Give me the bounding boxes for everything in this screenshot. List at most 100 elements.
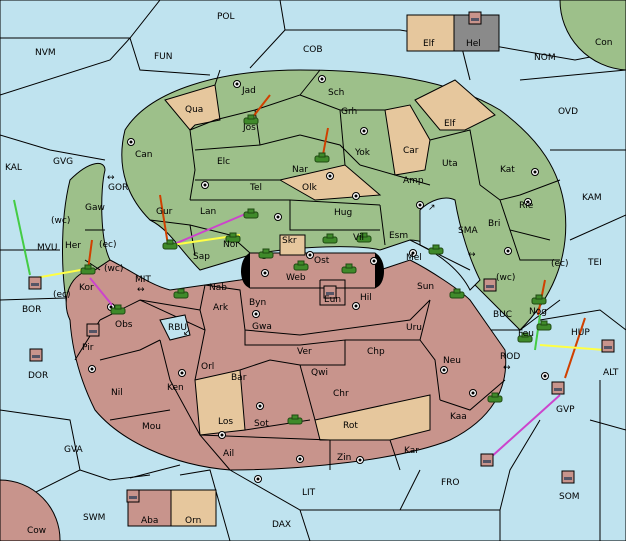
province-label: Ail [223,449,234,459]
legend-label: Elf [423,39,435,49]
province-label: Sun [417,282,434,292]
army-unit-icon [110,304,126,315]
fleet-unit-icon [480,453,494,467]
province-label: Amp [403,176,424,186]
fleet-unit-icon [323,285,337,299]
province-label: Olk [302,183,318,193]
sea-label: DOR [28,371,48,381]
sea-label: GVG [53,157,73,167]
hold-arrow [534,314,541,351]
supply-center-dot [411,251,415,255]
province-label: Ost [314,256,330,266]
army-unit-icon [487,392,503,403]
province-label: Vil [353,233,364,243]
canal-arrow: ↔ [107,173,115,183]
fleet-unit-icon [483,278,497,292]
canal-arrow: ↔ [137,285,145,295]
supply-center-dot [180,371,184,375]
coast-label: (wc) [496,273,515,283]
army-unit-icon [449,288,465,299]
army-unit-icon [243,208,259,219]
fleet-unit-icon [551,381,565,395]
sea-label: SMA [458,226,478,236]
supply-center-dot [372,259,376,263]
legend-label: Aba [141,516,158,526]
canal-arrow: ↗ [428,203,436,213]
sea-label: GOR [108,183,128,193]
province-label: Esm [389,231,408,241]
province-label: Jad [241,86,256,96]
convoy-arrow [89,277,113,306]
province-label: Neu [443,356,461,366]
province-label: Skr [282,236,297,246]
province-label: Lan [200,207,216,217]
canal-arrow: ↔ [468,250,476,260]
legend-label: Orn [185,516,201,526]
province-label: Uru [406,323,422,333]
army-unit-icon [258,248,274,259]
province-label: Byn [249,298,266,308]
province-label: Bar [231,373,247,383]
supply-center-dot [543,374,547,378]
supply-center-dot [258,404,262,408]
province-label: Bri [488,219,500,229]
army-unit-icon [517,332,533,343]
island-con [559,0,626,71]
province-label: Her [65,241,81,251]
supply-center-dot [298,457,302,461]
province-label: Ver [297,347,312,357]
fleet-unit-icon [601,339,615,353]
province-label: Grh [341,107,357,117]
supply-center-dot [442,368,446,372]
legend-box-orn [170,489,217,527]
army-unit-icon [536,320,552,331]
capital-left-cap [241,253,250,288]
province-label: Kaa [450,412,467,422]
fleet-unit-icon [561,470,575,484]
sea-label: BOR [22,305,41,315]
sea-label: Con [595,38,613,48]
supply-center-dot [358,458,362,462]
province-label: Pir [82,343,94,353]
sea-label: KAL [5,163,22,173]
province-label: Hil [360,293,372,303]
sea-label: NVM [35,48,56,58]
sea-label: KAM [582,193,602,203]
province-label: Web [286,273,306,283]
sea-label: Cow [27,526,46,536]
sea-label: TEI [587,258,602,268]
province-label: Sot [254,419,269,429]
province-label: Gur [156,207,173,217]
coast-label: (ec) [551,259,569,269]
order-arrows [13,94,606,459]
army-unit-icon [341,263,357,274]
province-label: Kar [404,446,419,456]
province-label: Nor [223,240,239,250]
sea-label: SWM [83,513,105,523]
province-label: Ark [213,303,229,313]
province-label: Los [218,417,233,427]
supply-center-dot [320,77,324,81]
fleet-unit-icon [468,11,482,25]
army-unit-icon [173,288,189,299]
army-unit-icon [428,244,444,255]
supply-center-dot [235,82,239,86]
province-label: Rot [343,421,358,431]
army-unit-icon [162,239,178,250]
province-borders [74,69,561,471]
army-unit-icon [356,232,372,243]
province-label: Sch [328,88,344,98]
supply-center-dot [90,367,94,371]
supply-center-dot [308,253,312,257]
sea-label: BUC [493,310,512,320]
canal-arrow: ↙ [183,328,191,338]
province-label: Mel [406,253,422,263]
sea-label: FUN [154,52,173,62]
sea-label: NOM [534,53,556,63]
canal-arrows: ↔ ↔ ↙ ↗ ↔ ↔ [107,173,511,373]
province-label: Orl [201,362,214,372]
